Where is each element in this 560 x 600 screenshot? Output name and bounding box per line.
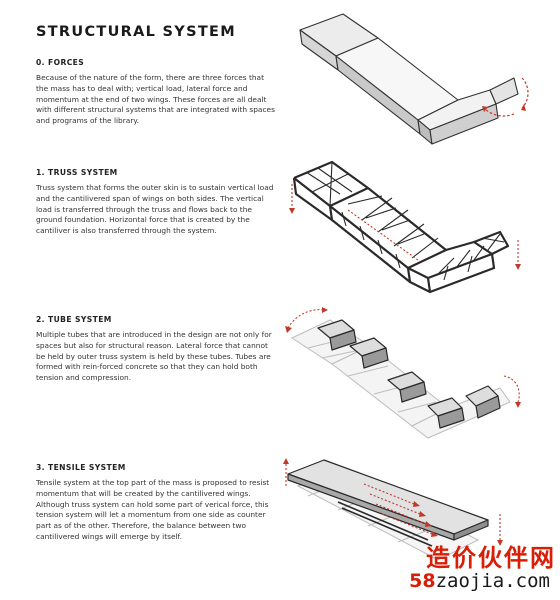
tube-diagram bbox=[278, 298, 560, 448]
tube-drawing bbox=[285, 307, 521, 439]
mass-drawing bbox=[299, 13, 529, 145]
section-forces: 0. FORCES Because of the nature of the f… bbox=[36, 58, 278, 127]
section-body: Tensile system at the top part of the ma… bbox=[36, 478, 270, 541]
tensile-diagram bbox=[278, 448, 560, 598]
force-arrow bbox=[291, 184, 519, 266]
arrow-head-icon bbox=[285, 307, 521, 408]
force-arrow bbox=[285, 464, 501, 540]
section-tube: 2. TUBE SYSTEM Multiple tubes that are i… bbox=[36, 315, 278, 384]
section-truss: 1. TRUSS SYSTEM Truss system that forms … bbox=[36, 168, 278, 237]
arrow-head-icon bbox=[283, 458, 503, 546]
force-arrow bbox=[483, 77, 529, 117]
section-tensile: 3. TENSILE SYSTEM Tensile system at the … bbox=[36, 463, 278, 543]
section-body: Truss system that forms the outer skin i… bbox=[36, 183, 274, 236]
section-heading: 2. TUBE SYSTEM bbox=[36, 315, 112, 324]
tensile-drawing bbox=[283, 458, 503, 561]
truss-drawing bbox=[289, 160, 521, 294]
page-title: STRUCTURAL SYSTEM bbox=[36, 24, 236, 40]
arrow-head-icon bbox=[289, 208, 521, 270]
section-body: Multiple tubes that are introduced in th… bbox=[36, 330, 272, 383]
truss-diagram bbox=[278, 150, 560, 300]
watermark-number: 58 bbox=[409, 570, 436, 592]
arrow-head-icon bbox=[482, 104, 526, 112]
section-heading: 3. TENSILE SYSTEM bbox=[36, 463, 126, 472]
watermark-logo: 造价伙伴网 bbox=[426, 544, 556, 572]
watermark-url: 58zaojia.com bbox=[409, 570, 550, 592]
forces-diagram bbox=[278, 8, 560, 158]
watermark-domain: zaojia.com bbox=[435, 570, 550, 592]
force-arrow bbox=[287, 309, 520, 403]
section-body: Because of the nature of the form, there… bbox=[36, 73, 275, 126]
section-heading: 0. FORCES bbox=[36, 58, 85, 67]
section-heading: 1. TRUSS SYSTEM bbox=[36, 168, 118, 177]
